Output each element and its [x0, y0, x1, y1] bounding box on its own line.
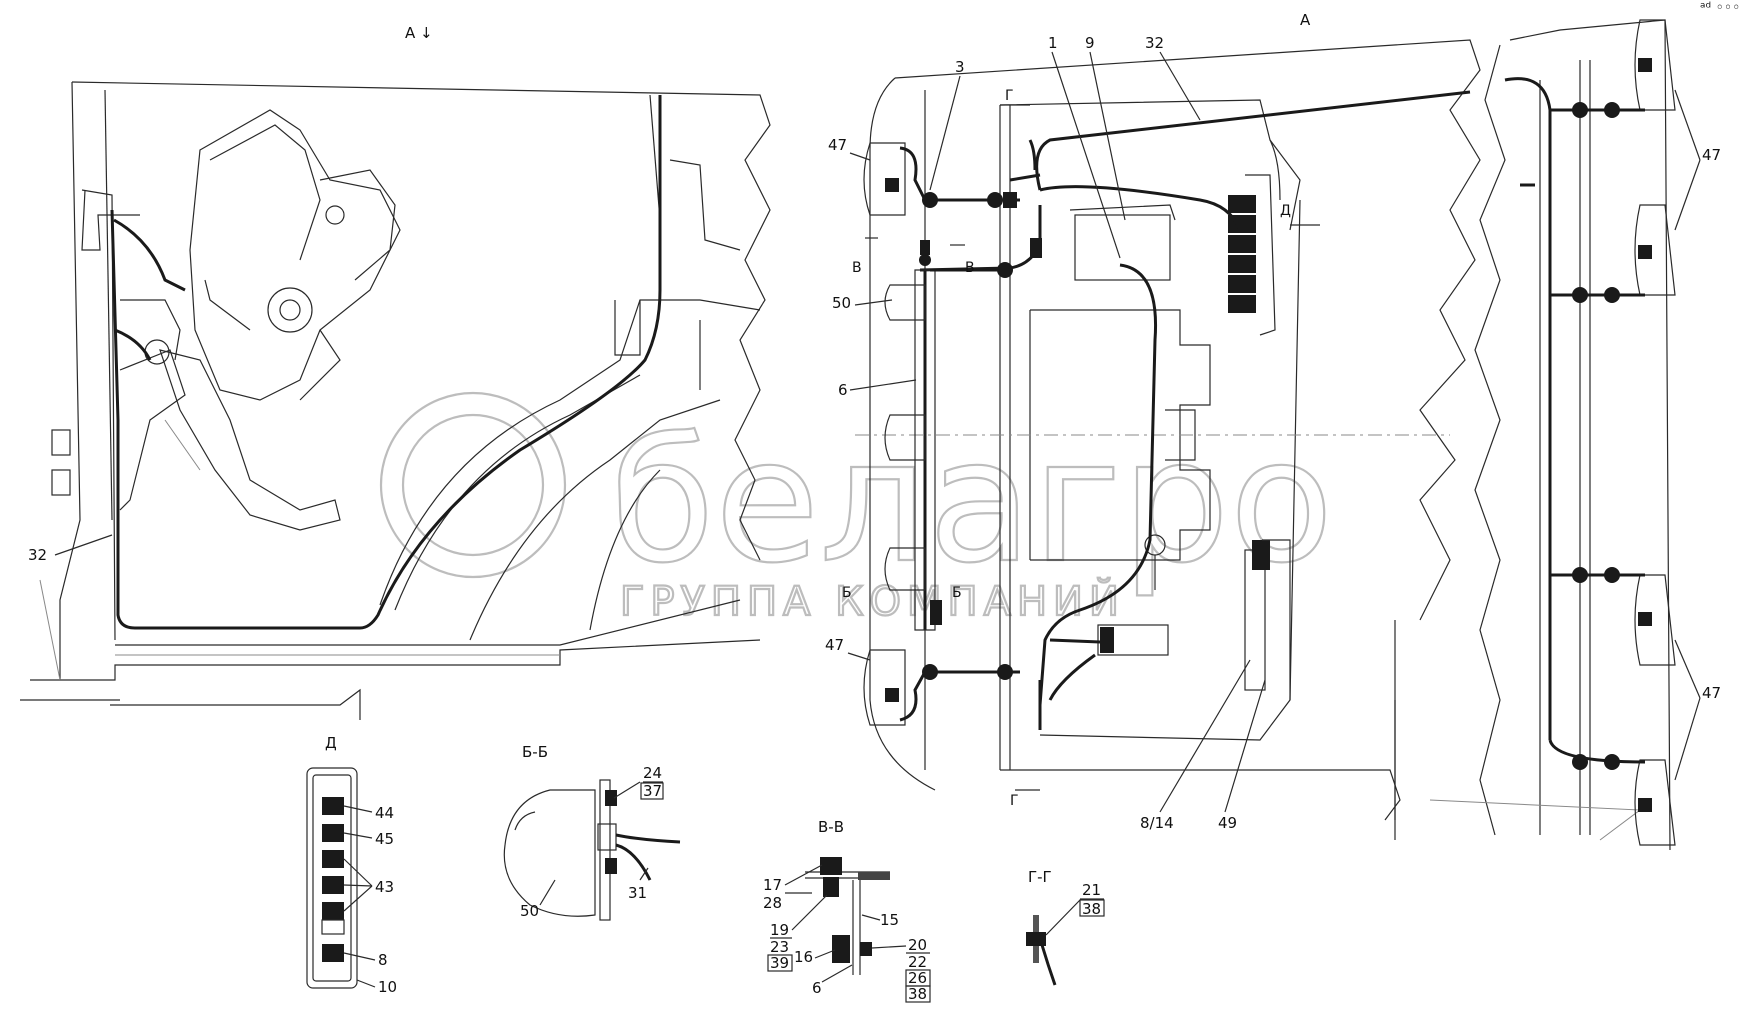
callout-vv-22: 22 [908, 953, 927, 971]
callout-gg-38: 38 [1082, 900, 1101, 918]
detail-d-title: Д [325, 734, 337, 752]
left-view-arrow: ↓ [420, 24, 433, 42]
cut-mark-v-left: В [852, 260, 862, 276]
lamp-47-lower [863, 649, 1020, 726]
callout-vv-15: 15 [880, 911, 899, 929]
callout-main-49: 49 [1218, 814, 1237, 832]
callout-d-8: 8 [378, 951, 388, 969]
callout-vv-20: 20 [908, 936, 927, 954]
section-vv: В-В 17 28 19 23 39 16 6 15 20 22 26 38 [763, 818, 931, 1003]
section-vv-title: В-В [818, 818, 844, 836]
main-view: А [825, 11, 1481, 840]
callout-bb-24: 24 [643, 764, 662, 782]
corner-mark: ᵃᵈ ◦◦◦ [1700, 0, 1740, 16]
right-lamps [1548, 19, 1676, 846]
watermark: белагро ГРУППА КОМПАНИЙ [379, 391, 1335, 626]
callout-vv-38: 38 [908, 985, 927, 1003]
callout-main-50: 50 [832, 294, 851, 312]
callout-d-44: 44 [375, 804, 394, 822]
section-bb-title: Б-Б [522, 743, 548, 761]
callout-vv-17: 17 [763, 876, 782, 894]
callout-left-32: 32 [28, 546, 47, 564]
callout-vv-28: 28 [763, 894, 782, 912]
callout-vv-39: 39 [770, 954, 789, 972]
callout-vv-26: 26 [908, 969, 927, 987]
cut-mark-g-top: Г [1005, 88, 1014, 104]
watermark-subtitle: ГРУППА КОМПАНИЙ [620, 577, 1125, 625]
section-gg: Г-Г 21 38 [1026, 868, 1105, 986]
callout-main-8-14: 8/14 [1140, 814, 1174, 832]
cut-mark-g-bottom: Г [1010, 793, 1019, 809]
detail-d: Д 44 45 43 8 10 [306, 734, 397, 996]
lamp-strip-50 [884, 240, 1013, 631]
callout-vv-6: 6 [812, 979, 822, 997]
callout-main-47b: 47 [825, 636, 844, 654]
right-view: 47 47 ᵃᵈ ◦◦◦ [1429, 0, 1740, 851]
main-callouts: 1 9 32 3 47 50 6 47 8/14 49 [825, 34, 1266, 832]
cut-mark-b-left: Б [842, 585, 852, 601]
callout-d-45: 45 [375, 830, 394, 848]
left-view-title: А [405, 24, 416, 42]
callout-main-3: 3 [955, 58, 965, 76]
cut-mark-v-right: В [965, 260, 975, 276]
watermark-brand: белагро [610, 403, 1334, 601]
callout-main-32: 32 [1145, 34, 1164, 52]
callout-bb-31: 31 [628, 884, 647, 902]
callout-d-43: 43 [375, 878, 394, 896]
cut-mark-d: Д [1280, 203, 1291, 219]
left-view: А ↓ [20, 24, 771, 720]
callout-d-10: 10 [378, 978, 397, 996]
section-marks: Г Г В В Б Б Д [842, 88, 1320, 809]
callout-right-47a: 47 [1702, 146, 1721, 164]
callout-vv-23: 23 [770, 938, 789, 956]
cut-mark-b-right: Б [952, 585, 962, 601]
lamp-47-upper [863, 142, 1020, 216]
main-view-title: А [1300, 11, 1311, 29]
callout-vv-19: 19 [770, 921, 789, 939]
callout-main-6: 6 [838, 381, 848, 399]
callout-main-1: 1 [1048, 34, 1058, 52]
callout-bb-50: 50 [520, 902, 539, 920]
callout-gg-21: 21 [1082, 881, 1101, 899]
callout-right-47b: 47 [1702, 684, 1721, 702]
section-gg-title: Г-Г [1028, 868, 1052, 886]
callout-main-9: 9 [1085, 34, 1095, 52]
section-bb: Б-Б 24 37 50 31 [503, 743, 681, 921]
callout-bb-37: 37 [643, 782, 662, 800]
fuse-block [1228, 174, 1276, 336]
callout-vv-16: 16 [794, 948, 813, 966]
callout-main-47a: 47 [828, 136, 847, 154]
